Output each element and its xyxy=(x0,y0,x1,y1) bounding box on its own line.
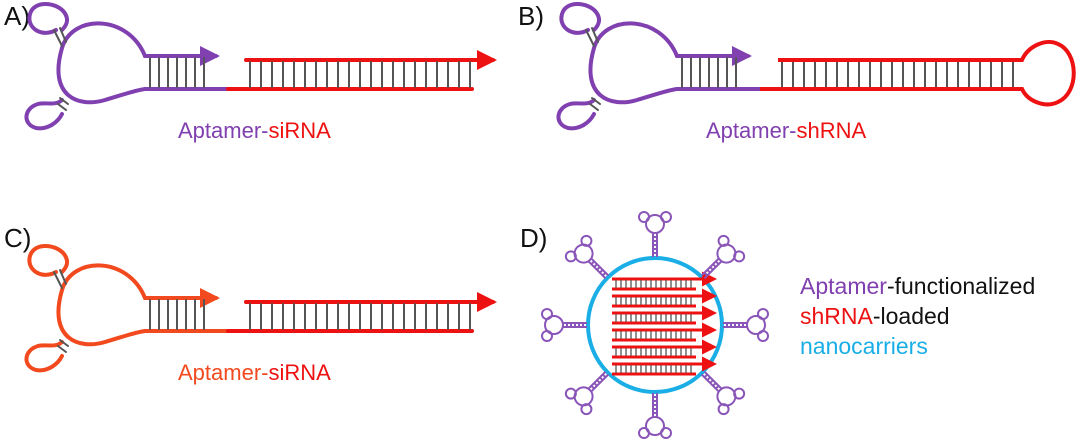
caption-a-aptamer: Aptamer xyxy=(178,118,261,143)
legend-aptamer: Aptamer xyxy=(800,273,887,299)
shrna-duplex-2 xyxy=(612,288,717,308)
shrna-duplex-1 xyxy=(612,271,717,291)
sirna-duplex-c xyxy=(226,292,497,333)
caption-b-shrna: shRNA xyxy=(796,118,866,143)
shrna-duplex-5 xyxy=(612,339,717,359)
shrna-duplex-3 xyxy=(612,305,717,325)
surface-aptamer-left xyxy=(541,308,587,342)
legend-loaded: -loaded xyxy=(873,303,950,329)
aptamer-structure-b xyxy=(556,2,762,131)
loaded-shrna-duplexes xyxy=(612,271,717,376)
surface-aptamer-top-left xyxy=(564,234,610,280)
panel-a-caption: Aptamer-siRNA xyxy=(178,118,331,143)
panel-d-label: D) xyxy=(520,223,547,253)
surface-aptamer-top xyxy=(638,211,672,257)
aptamer-stem-b xyxy=(675,46,762,91)
sirna-duplex-a xyxy=(226,50,497,91)
caption-a-sirna: siRNA xyxy=(268,118,331,143)
aptamer-structure-a xyxy=(24,2,497,131)
surface-aptamer-bottom-right xyxy=(700,370,746,416)
surface-aptamer-bottom-left xyxy=(564,370,610,416)
caption-b-hyphen: - xyxy=(789,118,796,143)
legend-shrna: shRNA xyxy=(800,303,874,329)
panel-c-caption: Aptamer-siRNA xyxy=(178,360,331,385)
aptamer-stem-a xyxy=(143,46,230,91)
shrna-duplex-4 xyxy=(612,322,717,342)
panel-a-label: A) xyxy=(4,1,30,31)
panel-c: C) xyxy=(4,223,497,385)
aptamer-structure-c xyxy=(24,244,497,373)
surface-aptamer-bottom xyxy=(638,393,672,439)
caption-c-aptamer: Aptamer xyxy=(178,360,261,385)
aptamer-stem-c xyxy=(143,288,230,333)
panel-b-label: B) xyxy=(518,1,544,31)
panel-c-label: C) xyxy=(4,223,31,253)
panel-a: A) xyxy=(4,1,497,143)
panel-d-legend: Aptamer-functionalized shRNA-loaded nano… xyxy=(800,273,1035,359)
shrna-duplex-6 xyxy=(612,356,717,376)
nanocarrier xyxy=(541,211,769,439)
panel-b-caption: Aptamer-shRNA xyxy=(706,118,866,143)
caption-c-hyphen: - xyxy=(261,360,268,385)
surface-aptamers xyxy=(541,211,769,439)
legend-functionalized: -functionalized xyxy=(887,273,1035,299)
caption-c-sirna: siRNA xyxy=(268,360,331,385)
surface-aptamer-top-right xyxy=(700,234,746,280)
caption-b-aptamer: Aptamer xyxy=(706,118,789,143)
panel-d: D) xyxy=(520,211,1035,439)
caption-a-hyphen: - xyxy=(261,118,268,143)
legend-line-2: shRNA-loaded xyxy=(800,303,950,329)
surface-aptamer-right xyxy=(723,308,769,342)
shrna-hairpin-b xyxy=(760,40,1076,107)
panel-b: B) xyxy=(518,1,1076,143)
legend-nanocarriers: nanocarriers xyxy=(800,333,928,359)
legend-line-1: Aptamer-functionalized xyxy=(800,273,1035,299)
